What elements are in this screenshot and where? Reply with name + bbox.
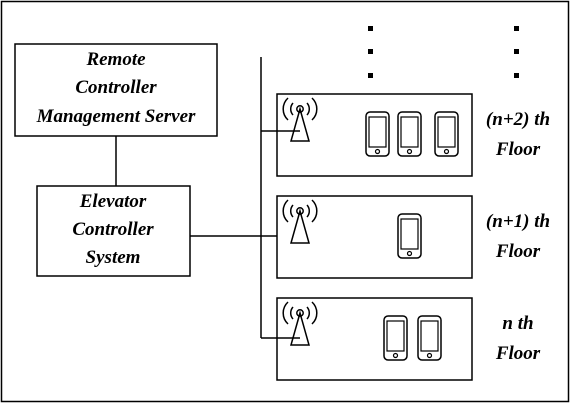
floor-label-line1: (n+2) th <box>486 109 550 130</box>
antenna-icon <box>282 97 318 142</box>
floor-n-plus-1: (n+1) th Floor <box>276 195 550 279</box>
elevator-system-line1: Elevator <box>79 191 147 212</box>
phone-icon <box>434 111 459 157</box>
floor-label-line2: Floor <box>495 241 541 262</box>
phone-icon <box>417 315 442 361</box>
antenna-icon <box>282 199 318 244</box>
remote-server-line1: Remote <box>85 49 146 70</box>
elevator-system-box: Elevator Controller System <box>36 185 191 277</box>
remote-server-line3: Management Server <box>36 106 196 127</box>
phone-icon <box>397 111 422 157</box>
floor-n-plus-2: (n+2) th Floor <box>261 93 550 177</box>
floor-label-line2: Floor <box>495 139 541 160</box>
antenna-icon <box>282 301 318 346</box>
floor-label-line1: (n+1) th <box>486 211 550 232</box>
remote-server-line2: Controller <box>75 77 157 98</box>
floor-label-line1: n th <box>502 313 533 334</box>
elevator-system-line2: Controller <box>72 219 154 240</box>
elevator-system-line3: System <box>86 247 141 268</box>
phone-icon <box>365 111 390 157</box>
phone-icon <box>397 213 422 259</box>
phone-icon <box>383 315 408 361</box>
floor-label-line2: Floor <box>495 343 541 364</box>
continuation-dots <box>368 26 519 78</box>
remote-server-box: Remote Controller Management Server <box>14 43 218 137</box>
floor-n: n th Floor <box>261 297 541 381</box>
